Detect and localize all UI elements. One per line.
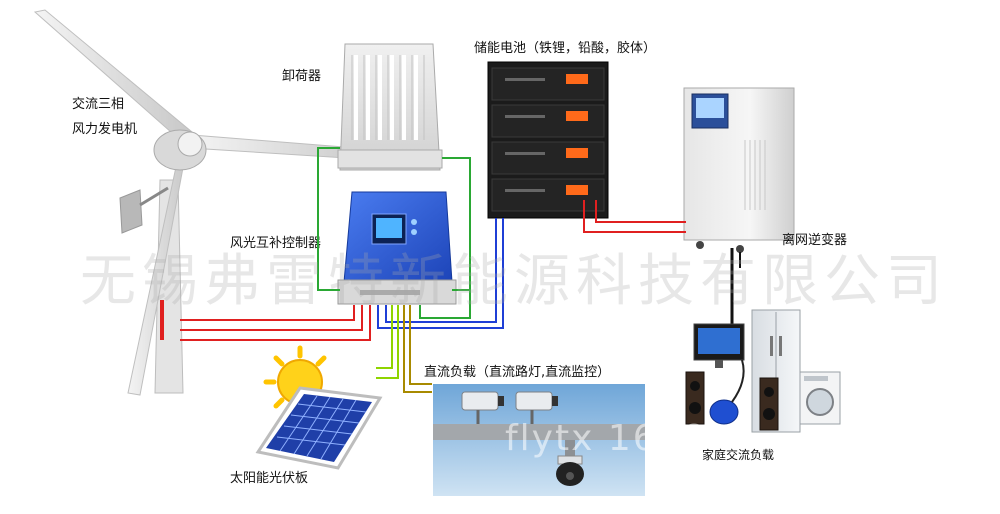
dome-camera-icon [556,455,584,486]
speaker-icon [685,371,779,431]
inverter-device [683,87,795,253]
dc-load-label: 直流负载（直流路灯,直流监控） [424,364,610,380]
vacuum-cleaner-icon [709,359,745,425]
camera-icon [461,391,504,424]
wind-turbine-icon [33,9,383,396]
solar-panel-icon [255,386,383,470]
inverter-label: 离网逆变器 [782,232,847,248]
solar-panel-label: 太阳能光伏板 [230,471,308,486]
wind-generator-label-1: 交流三相 [72,96,124,112]
battery-stack [487,61,609,219]
controller-label: 风光互补控制器 [230,236,321,251]
monitor-icon [693,323,745,368]
battery-label: 储能电池（铁锂，铅酸，胶体） [474,40,656,56]
overlay-watermark: flytx 1688 [505,418,708,459]
dump-load-device [337,43,443,171]
camera-icon [515,391,558,424]
dc-load-photo [433,384,645,496]
washing-machine-icon [799,371,841,425]
dump-load-label: 卸荷器 [282,68,321,84]
ac-load-label: 家庭交流负载 [702,447,774,462]
ac-load-appliances [685,309,841,433]
company-watermark: 无锡弗雷特新能源科技有限公司 [80,249,948,314]
controller-device [337,191,457,305]
wind-generator-label-2: 风力发电机 [72,121,137,137]
wires [180,147,741,393]
